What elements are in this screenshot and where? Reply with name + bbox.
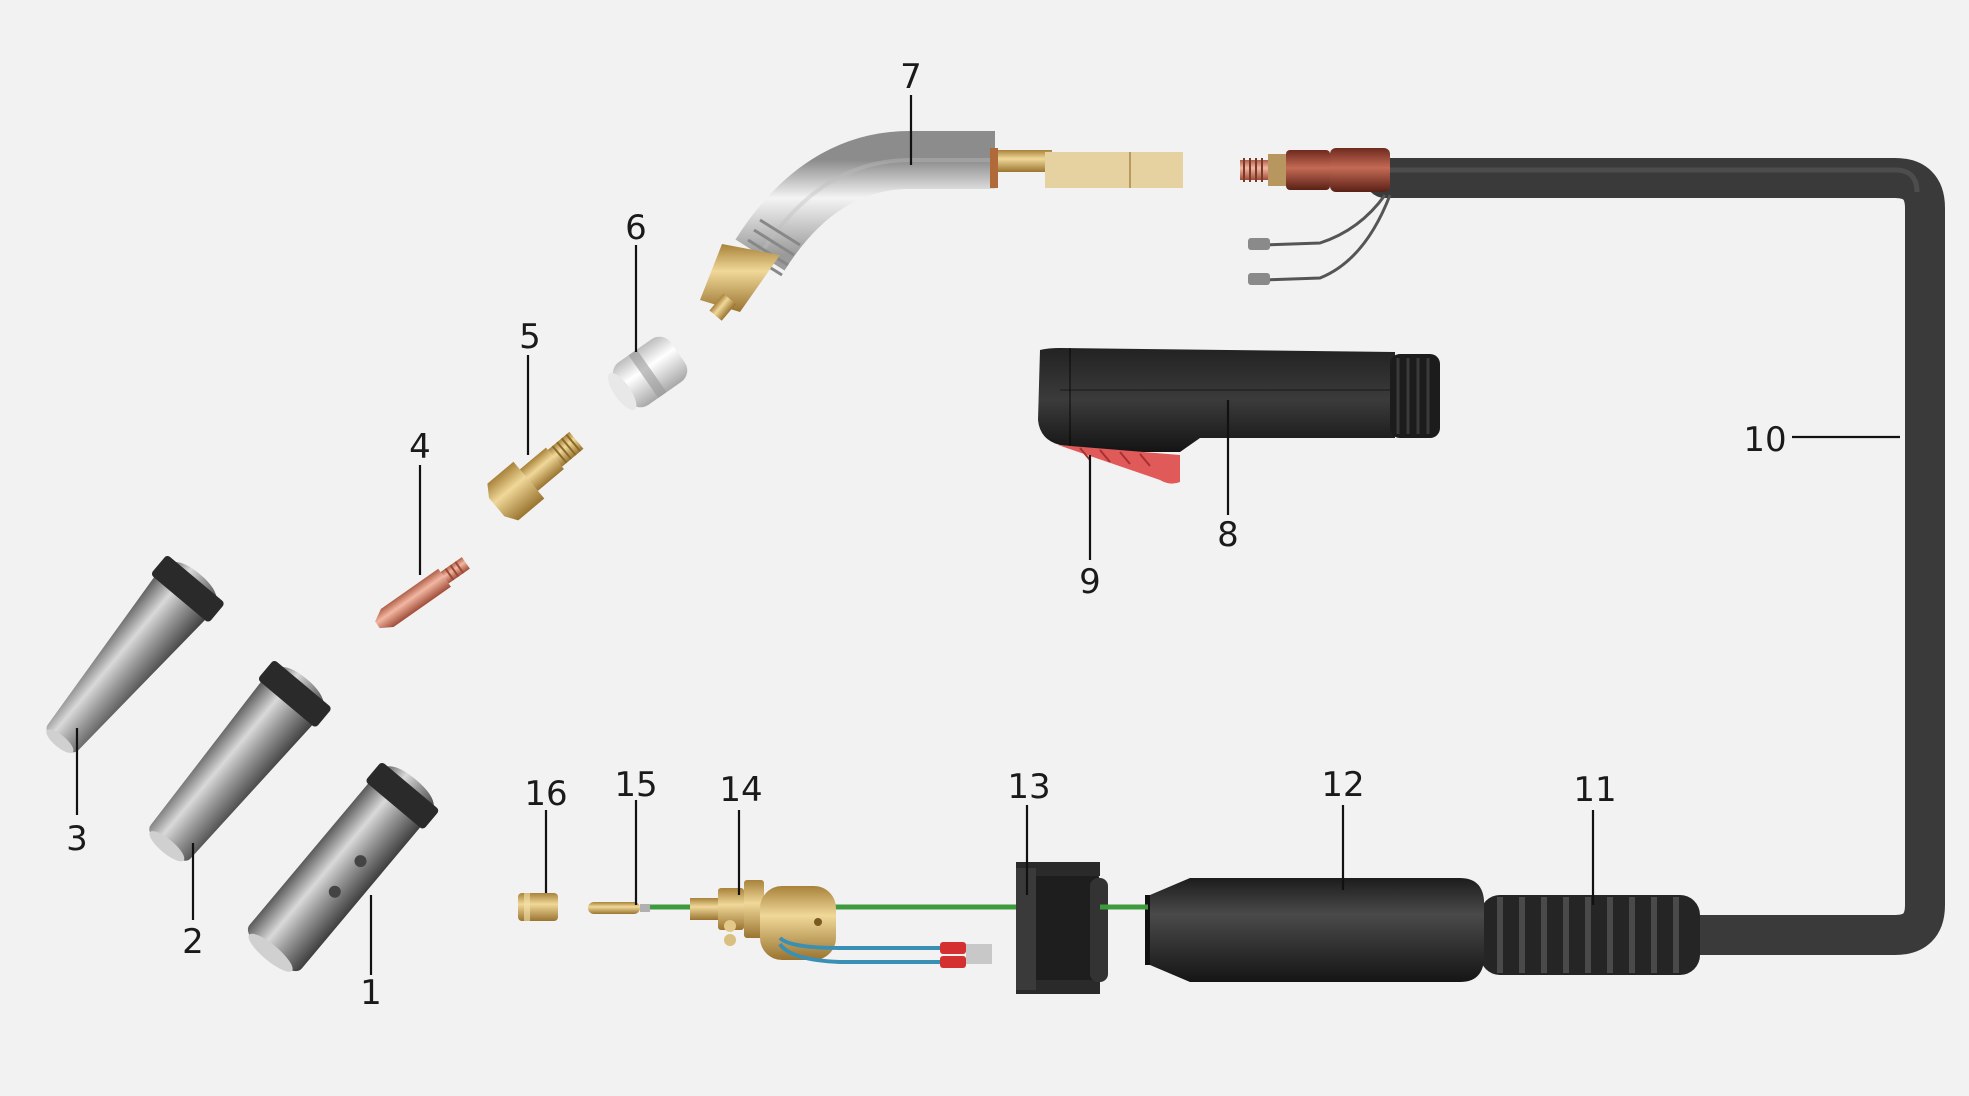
callout-5: 5: [519, 317, 541, 357]
callout-11: 11: [1573, 770, 1616, 810]
handle: [1038, 348, 1440, 452]
cable: [1365, 158, 1945, 955]
nozzle-1: [247, 762, 439, 972]
callout-12: 12: [1321, 765, 1364, 805]
callout-3: 3: [66, 819, 88, 859]
callout-7: 7: [900, 57, 922, 97]
nozzle-3: [46, 556, 224, 754]
callout-8: 8: [1217, 515, 1239, 555]
rear-handle-sleeve: [1145, 878, 1484, 982]
callout-4: 4: [409, 427, 431, 467]
callout-9: 9: [1079, 562, 1101, 602]
callout-10: 10: [1743, 420, 1786, 460]
small-brass-nut: [518, 893, 558, 921]
swan-neck: [700, 131, 1183, 321]
cable-rear-fitting: [1240, 148, 1392, 285]
callout-15: 15: [614, 765, 657, 805]
callout-labels: 1 2 3 4 5 6 7 8 9 10 11 12 13 14 15 16: [66, 57, 1786, 1013]
callout-6: 6: [625, 208, 647, 248]
gas-diffuser: [607, 336, 688, 411]
callout-14: 14: [719, 770, 762, 810]
contact-tip: [375, 557, 470, 629]
nozzle-2: [149, 661, 331, 862]
handle-nut: [1016, 862, 1108, 994]
leader-lines: [75, 95, 1900, 975]
callout-13: 13: [1007, 767, 1050, 807]
trigger: [1058, 445, 1180, 484]
callout-1: 1: [360, 973, 382, 1013]
contact-pin: [588, 902, 650, 914]
connector-body: [690, 880, 992, 968]
callout-2: 2: [182, 922, 204, 962]
tip-holder: [487, 431, 584, 521]
callout-16: 16: [524, 774, 567, 814]
spring-strain-relief: [1480, 895, 1700, 975]
